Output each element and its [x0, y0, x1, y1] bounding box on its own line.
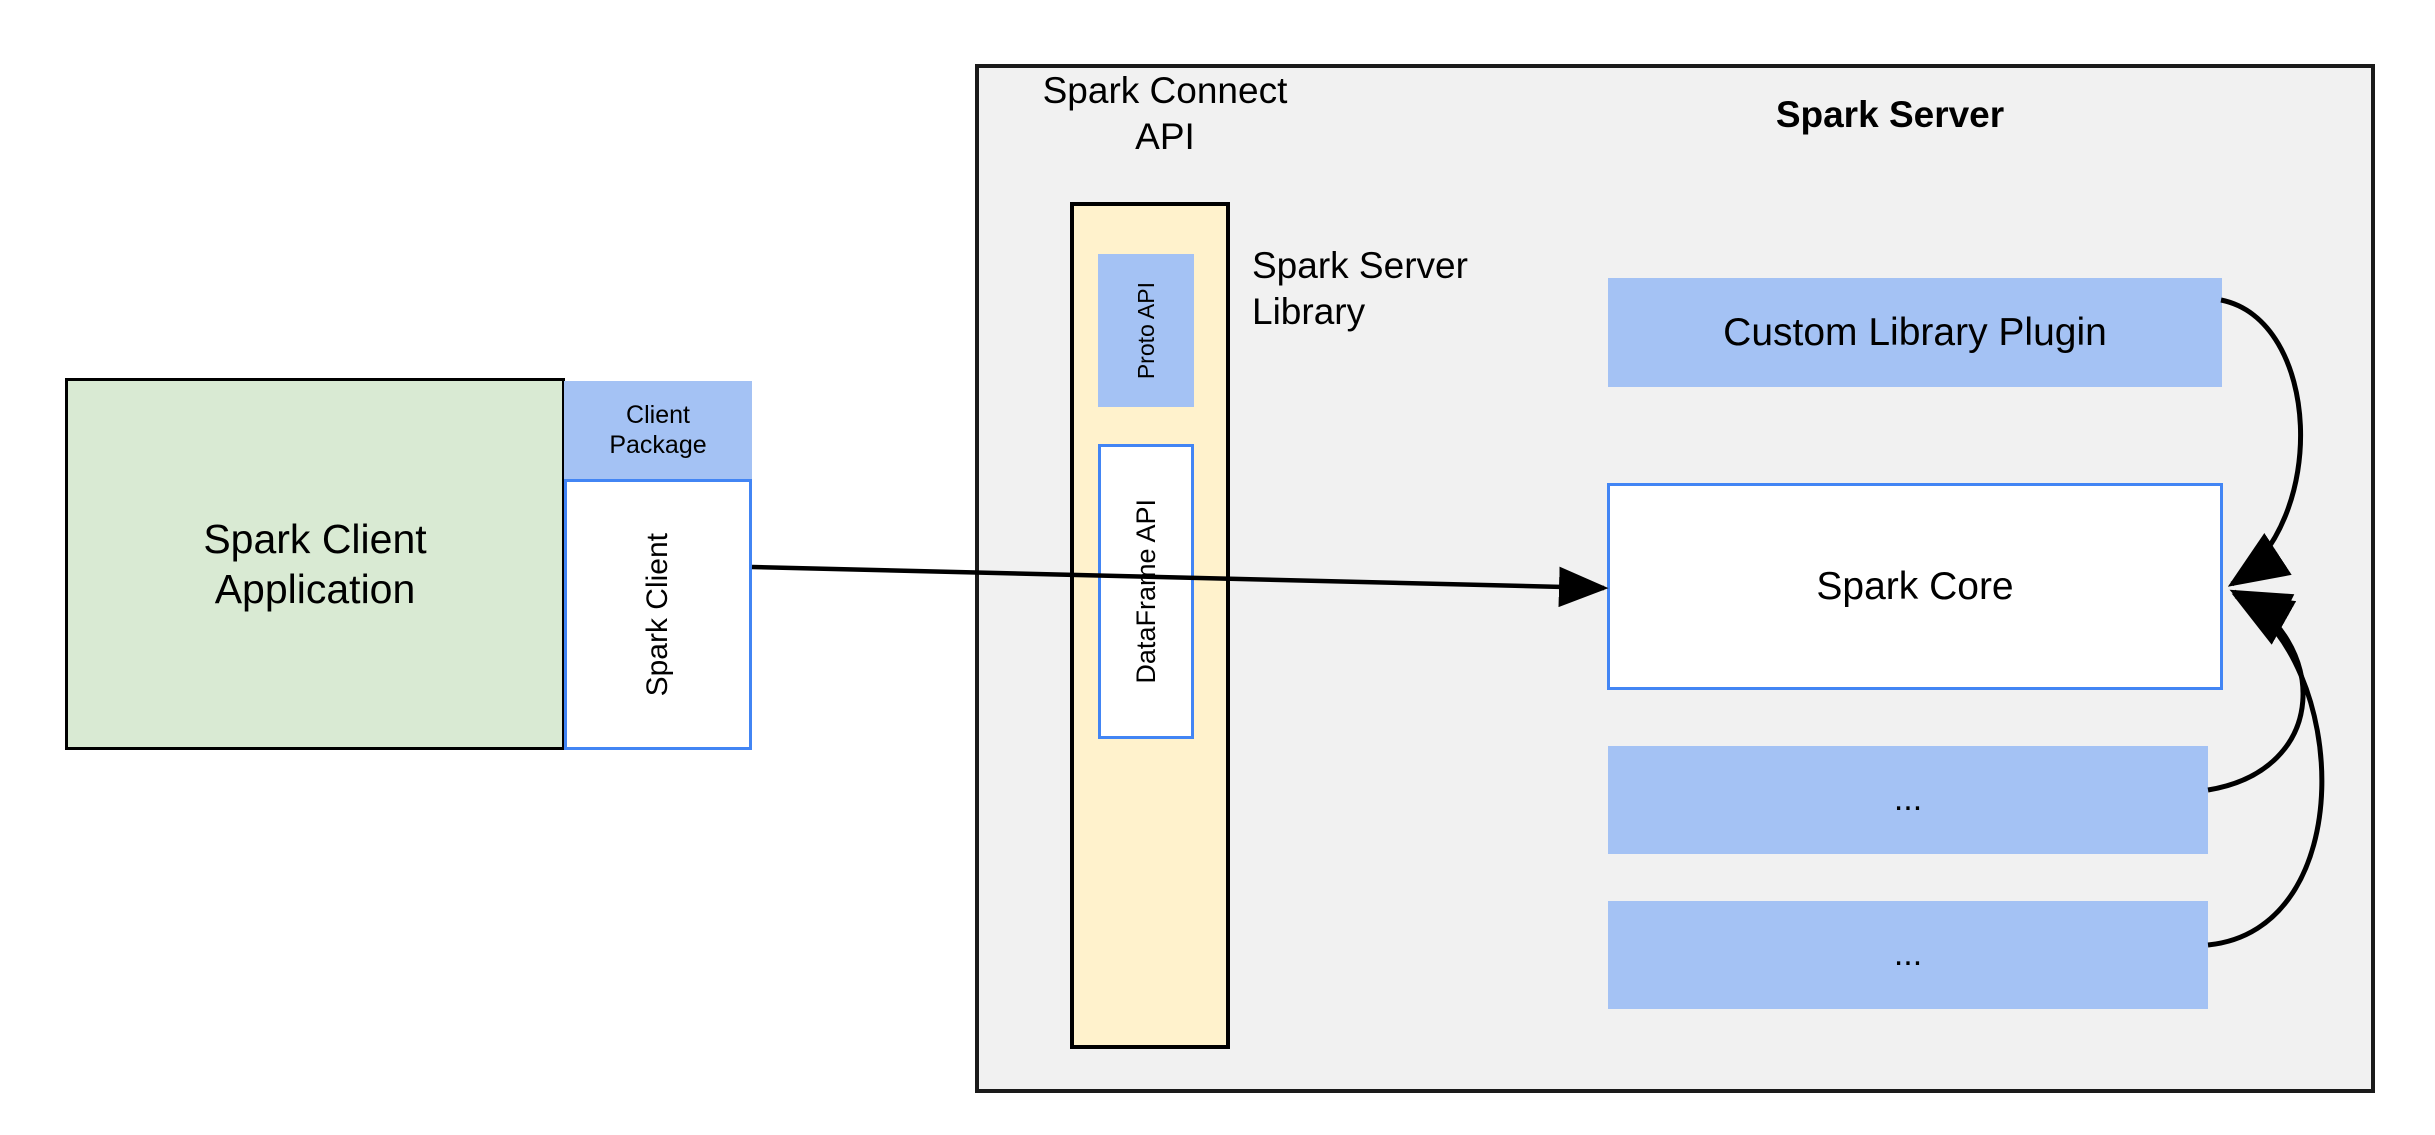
spark-client-box: Spark Client [564, 479, 752, 750]
spark-core-box: Spark Core [1607, 483, 2223, 690]
spark-client-label: Spark Client [640, 532, 674, 697]
ellipsis-box-2: ... [1608, 901, 2208, 1009]
ellipsis-box-1: ... [1608, 746, 2208, 854]
spark-server-title: Spark Server [1775, 94, 2005, 135]
spark-connect-api-label: Spark Connect API [1042, 70, 1288, 158]
spark-server-library-label: Spark Server Library [1252, 245, 1468, 333]
spark-client-application-box: Spark Client Application [65, 378, 565, 750]
proto-api-label: Proto API [1132, 281, 1159, 380]
custom-library-plugin-box: Custom Library Plugin [1608, 278, 2222, 387]
proto-api-box: Proto API [1098, 254, 1194, 407]
dataframe-api-label: DataFrame API [1130, 499, 1161, 684]
dataframe-api-box: DataFrame API [1098, 444, 1194, 739]
client-package-box: Client Package [564, 381, 752, 479]
